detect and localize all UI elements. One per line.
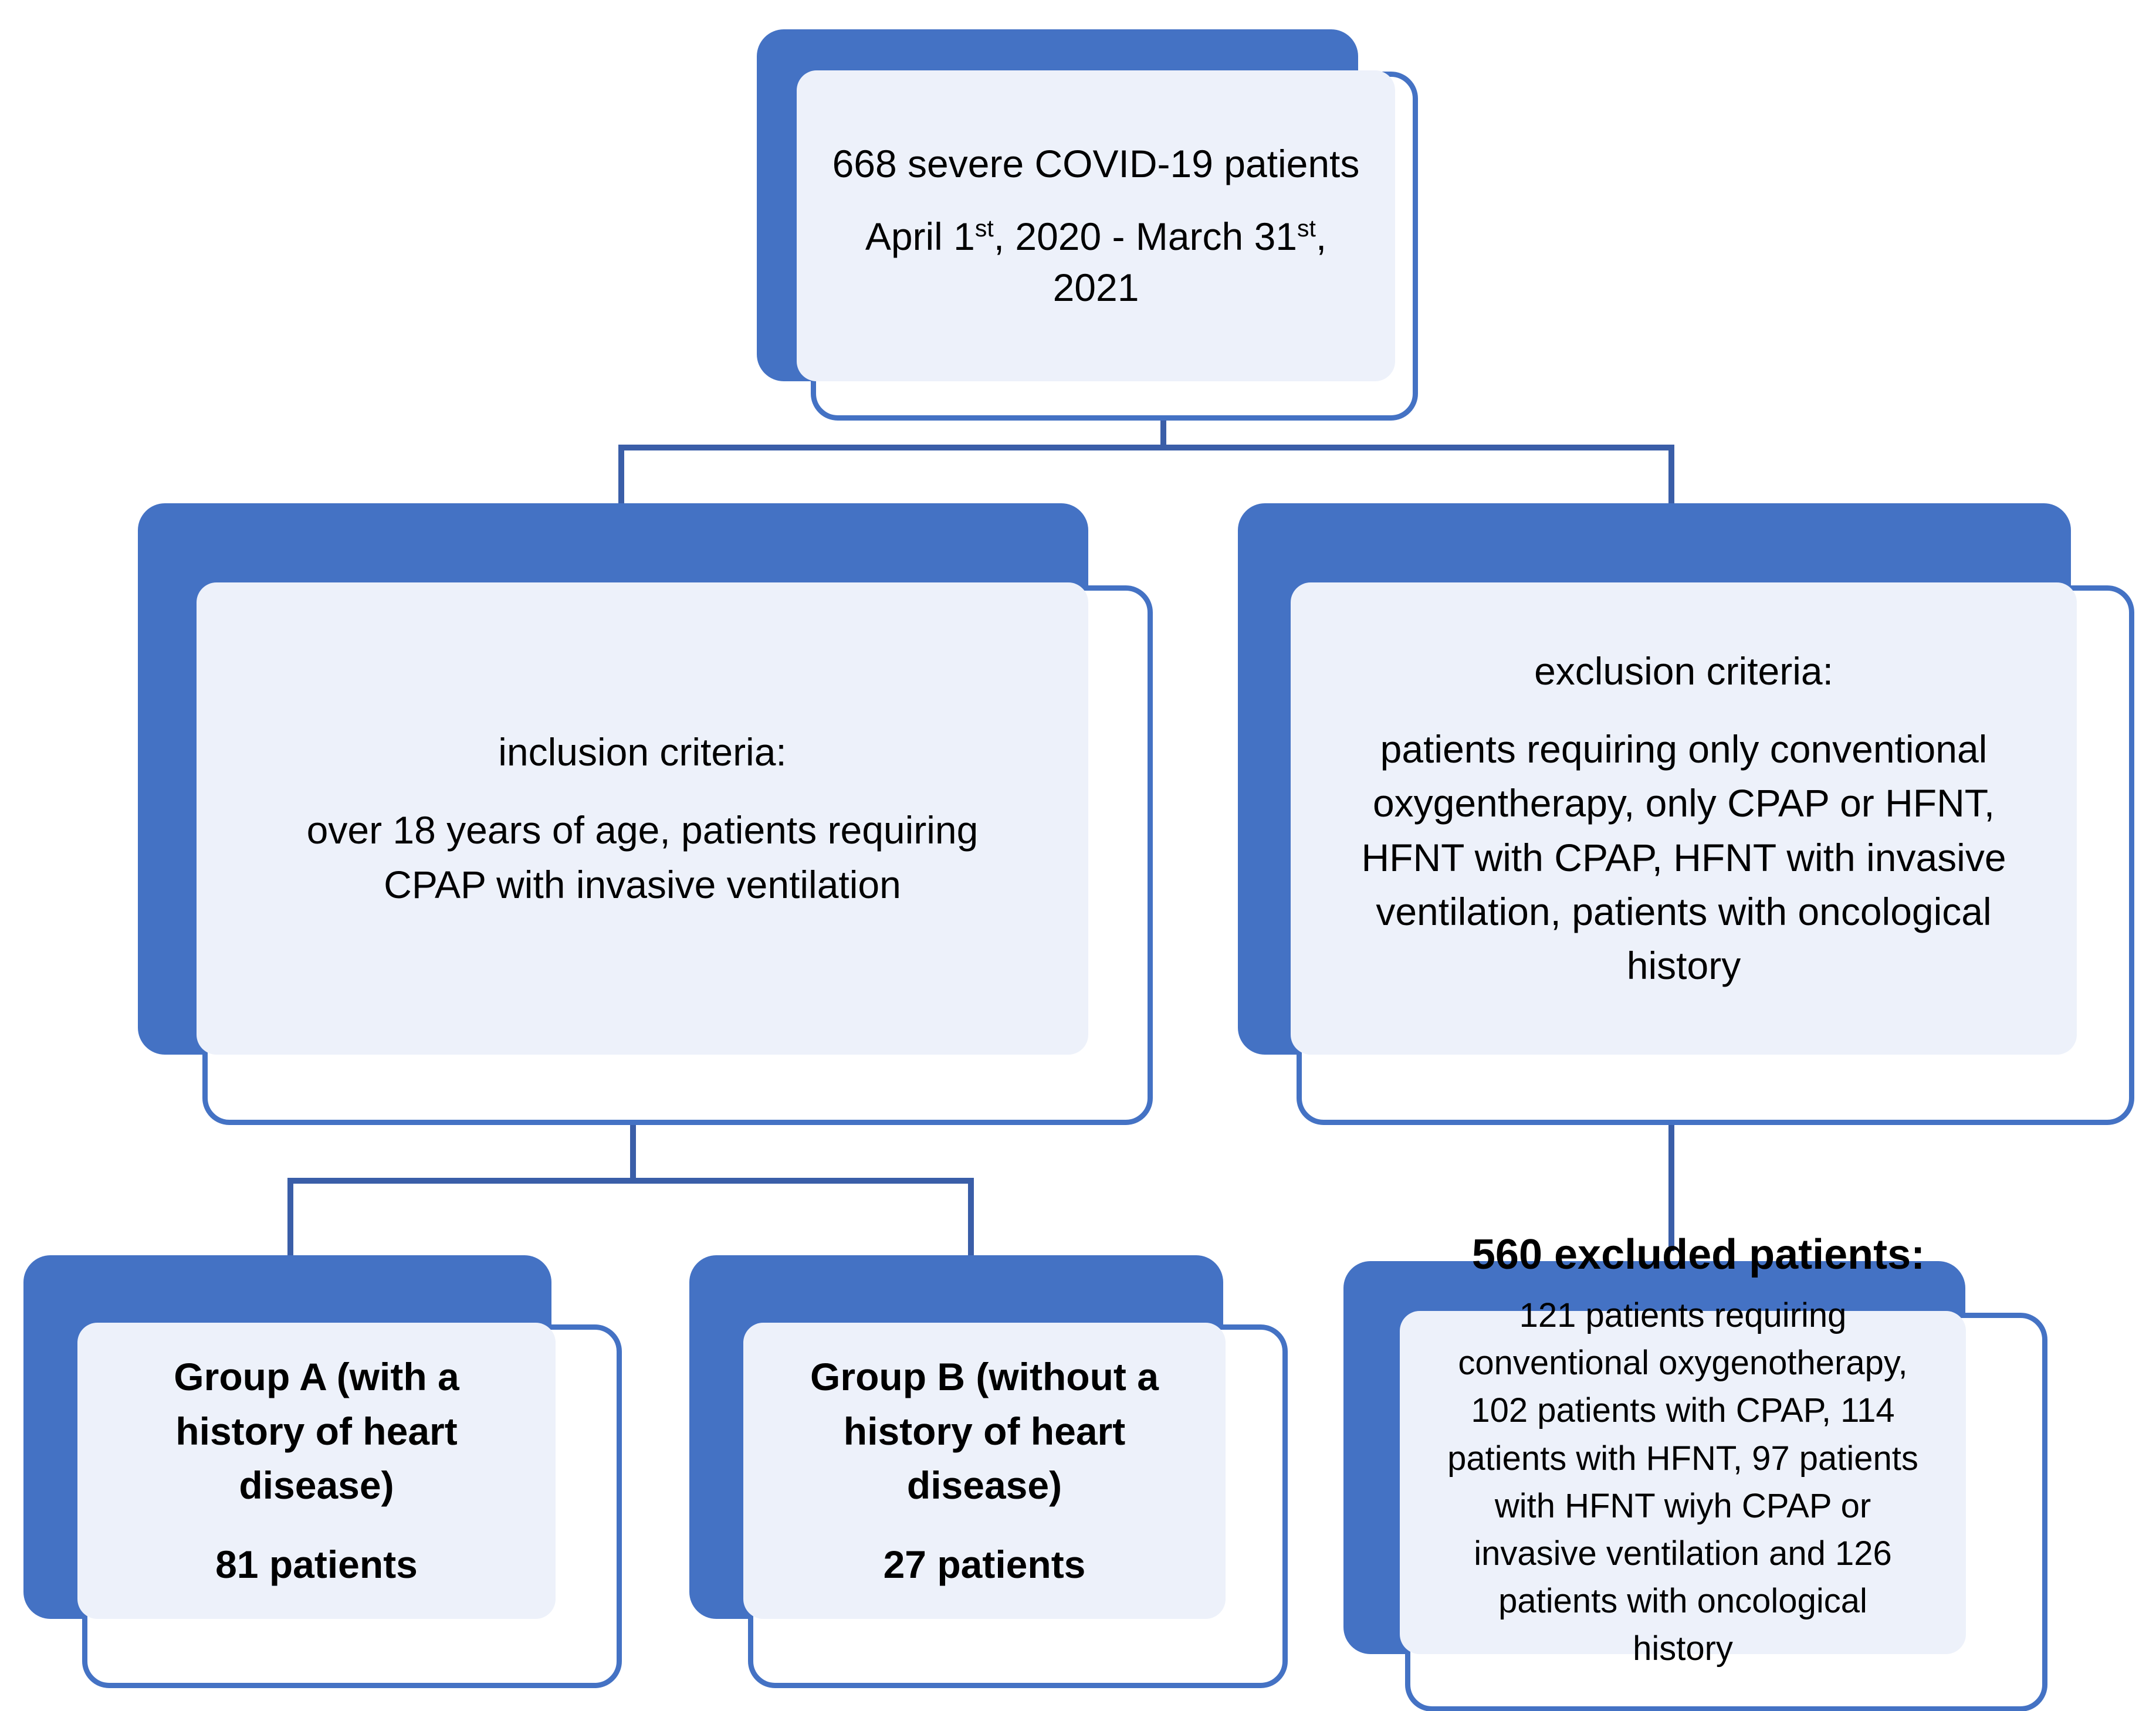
group-b-title-line-1: Group B (without a (810, 1355, 1159, 1399)
connector-to-group-a (287, 1178, 293, 1263)
inclusion-heading: inclusion criteria: (498, 730, 787, 774)
group-a-title-line-2: history of heart (175, 1409, 458, 1453)
group-b-title-line-2: history of heart (843, 1409, 1126, 1453)
group-a-title-line-3: disease) (239, 1463, 394, 1507)
inclusion-body-line-1: over 18 years of age, patients requiring (306, 808, 979, 852)
excluded-body-line-6: invasive ventilation and 126 (1474, 1534, 1892, 1573)
node-group-a[interactable]: Group A (with a history of heart disease… (23, 1255, 622, 1688)
exclusion-body-line-5: history (1626, 944, 1741, 988)
connector-cohort-stem (1160, 415, 1166, 449)
node-exclusion-criteria[interactable]: exclusion criteria: patients requiring o… (1238, 503, 2135, 1125)
connector-to-inclusion (618, 445, 624, 515)
node-cohort[interactable]: 668 severe COVID-19 patients April 1st, … (757, 29, 1478, 422)
group-a-count: 81 patients (215, 1542, 418, 1586)
connector-inclusion-stem (630, 1113, 636, 1184)
connector-level1-bar (618, 445, 1674, 450)
cohort-date-start: April 1 (865, 214, 975, 258)
group-a-panel: Group A (with a history of heart disease… (77, 1323, 556, 1619)
excluded-body-line-7: patients with oncological (1498, 1582, 1867, 1621)
excluded-body-line-8: history (1633, 1629, 1733, 1668)
exclusion-body-line-2: oxygentherapy, only CPAP or HFNT, (1372, 781, 1995, 825)
cohort-date-mid: , 2020 - March 31 (993, 214, 1297, 258)
cohort-sup-2: st (1297, 214, 1316, 242)
cohort-panel: 668 severe COVID-19 patients April 1st, … (797, 70, 1395, 381)
connector-level2-bar (287, 1178, 974, 1184)
cohort-sup-1: st (974, 214, 994, 242)
exclusion-body-line-1: patients requiring only conventional (1380, 727, 1988, 771)
excluded-body-line-3: 102 patients with CPAP, 114 (1471, 1391, 1895, 1430)
inclusion-body-line-2: CPAP with invasive ventilation (384, 862, 901, 906)
connector-exclusion-to-excluded (1668, 1113, 1674, 1251)
group-b-panel: Group B (without a history of heart dise… (743, 1323, 1226, 1619)
excluded-body-line-4: patients with HFNT, 97 patients (1447, 1439, 1918, 1478)
excluded-body-line-5: with HFNT wiyh CPAP or (1494, 1486, 1871, 1525)
node-excluded-patients[interactable]: 560 excluded patients: 121 patients requ… (1343, 1231, 2047, 1711)
excluded-body-line-1: 121 patients requiring (1519, 1296, 1847, 1335)
group-b-title-line-3: disease) (906, 1463, 1062, 1507)
group-a-title-line-1: Group A (with a (174, 1355, 459, 1399)
node-inclusion-criteria[interactable]: inclusion criteria: over 18 years of age… (138, 503, 1170, 1125)
excluded-body-line-2: conventional oxygenotherapy, (1458, 1344, 1908, 1383)
inclusion-panel: inclusion criteria: over 18 years of age… (197, 582, 1088, 1055)
exclusion-body-line-3: HFNT with CPAP, HFNT with invasive (1361, 835, 2006, 879)
excluded-heading: 560 excluded patients: (1471, 1231, 1925, 1278)
group-b-count: 27 patients (883, 1542, 1086, 1586)
cohort-line-1: 668 severe COVID-19 patients (832, 142, 1360, 186)
node-group-b[interactable]: Group B (without a history of heart dise… (689, 1255, 1288, 1688)
connector-to-exclusion (1668, 445, 1674, 515)
cohort-line-2: April 1st, 2020 - March 31st, 2021 (824, 211, 1368, 313)
exclusion-heading: exclusion criteria: (1534, 649, 1833, 693)
exclusion-body-line-4: ventilation, patients with oncological (1376, 889, 1992, 933)
exclusion-panel: exclusion criteria: patients requiring o… (1291, 582, 2077, 1055)
excluded-panel: 121 patients requiring conventional oxyg… (1400, 1296, 1966, 1668)
cohort-date-end: , 2021 (1052, 214, 1327, 309)
connector-to-group-b (968, 1178, 974, 1263)
